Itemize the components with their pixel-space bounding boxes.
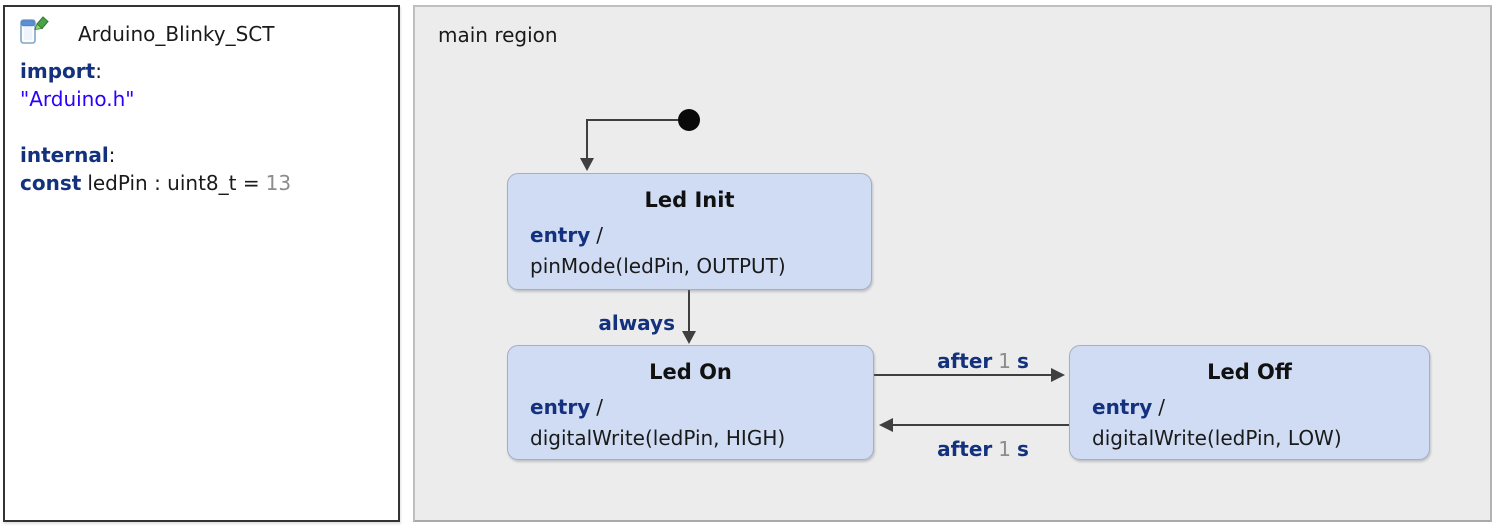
const-value: 13 [265, 171, 292, 195]
colon: : [108, 143, 116, 167]
entry-keyword: entry [530, 223, 591, 247]
import-value-line: "Arduino.h" [20, 85, 291, 113]
entry-separator: / [596, 223, 604, 247]
const-keyword: const [20, 171, 82, 195]
transition-ledon-to-ledoff-arrowhead[interactable] [1051, 368, 1065, 382]
always-keyword: always [598, 311, 675, 335]
after-value: 1 [998, 437, 1012, 461]
statechart-icon [18, 13, 50, 51]
main-region[interactable]: main region Led Init [413, 5, 1492, 522]
state-behavior: entry/ digitalWrite(ledPin, LOW) [1070, 392, 1429, 454]
after-value: 1 [998, 349, 1012, 373]
initial-state-dot[interactable] [678, 109, 700, 131]
import-keyword: import [20, 59, 96, 83]
entry-action: digitalWrite(ledPin, HIGH) [530, 426, 786, 450]
transition-ledinit-to-ledon-arrowhead[interactable] [682, 331, 696, 344]
internal-section-line: internal: [20, 141, 291, 169]
state-behavior: entry/ digitalWrite(ledPin, HIGH) [508, 392, 873, 454]
transition-ledoff-to-ledon-arrowhead[interactable] [879, 418, 893, 432]
blank-line [20, 113, 291, 141]
state-title: Led On [649, 360, 732, 384]
state-title: Led Init [644, 188, 735, 212]
entry-separator: / [596, 395, 604, 419]
state-led-off[interactable]: Led Off entry/ digitalWrite(ledPin, LOW) [1069, 345, 1430, 460]
state-led-on[interactable]: Led On entry/ digitalWrite(ledPin, HIGH) [507, 345, 874, 460]
after-unit: s [1017, 349, 1029, 373]
statechart-title: Arduino_Blinky_SCT [78, 22, 275, 46]
after-keyword: after [937, 437, 993, 461]
state-behavior: entry/ pinMode(ledPin, OUTPUT) [508, 220, 871, 282]
region-label: main region [438, 23, 558, 47]
transitions-layer [580, 109, 1069, 432]
entry-separator: / [1158, 395, 1166, 419]
colon: : [95, 59, 102, 83]
after-unit: s [1017, 437, 1029, 461]
transition-initial-to-ledinit-arrowhead[interactable] [580, 158, 594, 171]
entry-keyword: entry [530, 395, 591, 419]
const-declaration: ledPin : uint8_t = [87, 171, 260, 195]
definition-panel[interactable]: Arduino_Blinky_SCT import: "Arduino.h" i… [3, 5, 400, 522]
state-title: Led Off [1207, 360, 1292, 384]
internal-keyword: internal [20, 143, 109, 167]
import-section-line: import: [20, 57, 291, 85]
transition-label-always[interactable]: always [598, 311, 675, 335]
transition-initial-to-ledinit-line[interactable] [586, 119, 678, 159]
entry-line: entry/ [530, 220, 871, 251]
entry-action: pinMode(ledPin, OUTPUT) [530, 254, 786, 278]
import-value: "Arduino.h" [20, 87, 135, 111]
state-led-init[interactable]: Led Init entry/ pinMode(ledPin, OUTPUT) [507, 173, 872, 290]
entry-action: digitalWrite(ledPin, LOW) [1092, 426, 1342, 450]
entry-line: entry/ [1092, 392, 1429, 423]
after-keyword: after [937, 349, 993, 373]
entry-keyword: entry [1092, 395, 1153, 419]
entry-line: entry/ [530, 392, 873, 423]
